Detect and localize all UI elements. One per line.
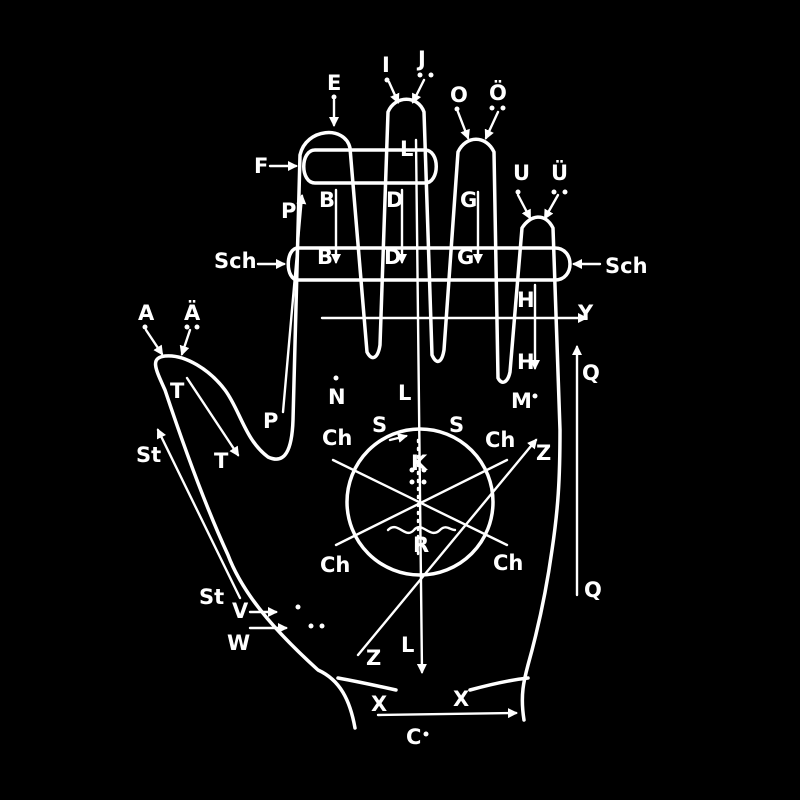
label-u-uml: Ü [551, 160, 568, 185]
label-sch-right: Sch [605, 254, 648, 278]
dot-v [295, 604, 301, 610]
dot-c [423, 731, 429, 737]
label-st-lower: St [199, 585, 224, 609]
label-z-lower: Z [366, 646, 381, 670]
label-q-lower: Q [584, 578, 602, 602]
label-l-mid: L [398, 381, 411, 405]
label-k: K [411, 451, 428, 475]
dot-j-2 [428, 72, 434, 78]
label-l-bottom: L [401, 633, 414, 657]
label-g-upper: G [460, 188, 477, 212]
arrow-o [456, 110, 470, 140]
dot-u-uml-1 [551, 189, 557, 195]
label-t-lower: T [214, 449, 229, 473]
arrow-o-uml [484, 110, 500, 140]
label-s-left: S [372, 413, 387, 437]
label-x-right: X [453, 687, 469, 711]
label-t-upper: T [170, 379, 185, 403]
arrow-a-uml [179, 328, 192, 356]
label-j: J [416, 47, 426, 71]
label-l-top: L [400, 137, 413, 161]
label-f: F [254, 154, 268, 178]
arrow-x [376, 708, 518, 719]
arrow-u [516, 193, 532, 220]
label-g-lower: G [457, 245, 474, 269]
label-b-upper: B [319, 188, 335, 212]
arrow-z [356, 438, 538, 657]
arrow-t [185, 376, 240, 457]
dot-n [333, 375, 339, 381]
arrow-st [156, 428, 242, 600]
dot-o-uml-2 [500, 105, 506, 111]
label-d-lower: D [384, 245, 401, 269]
r-wave [386, 525, 457, 535]
dot-a-uml-1 [184, 324, 190, 330]
label-p-lower: P [263, 409, 278, 433]
arrow-j [411, 78, 426, 104]
arrow-a [144, 328, 164, 356]
label-e: E [327, 71, 341, 95]
dot-o-uml-1 [489, 105, 495, 111]
label-sch-left: Sch [214, 249, 257, 273]
label-p-upper: P [281, 199, 296, 223]
dot-m [532, 393, 538, 399]
label-ch-top-left: Ch [322, 426, 352, 450]
dot-w-1 [308, 623, 314, 629]
dot-u-uml-2 [562, 189, 568, 195]
dot-k-4 [421, 479, 427, 485]
label-a: A [138, 301, 155, 325]
ch-line-2 [334, 458, 509, 547]
arrow-u-uml [543, 193, 560, 220]
arrow-p [281, 194, 307, 414]
hand-outline [153, 97, 562, 730]
label-h-lower: H [517, 350, 535, 374]
label-x-left: X [371, 692, 387, 716]
label-y: Y [577, 301, 594, 325]
arrow-l-long [414, 138, 427, 674]
label-s-right: S [449, 413, 464, 437]
dot-a [142, 324, 148, 330]
wrist-line-left [336, 676, 398, 692]
label-h-upper: H [517, 288, 535, 312]
label-a-uml: Ä [184, 300, 201, 325]
label-ch-bottom-right: Ch [493, 551, 523, 575]
dot-k-3 [409, 479, 415, 485]
label-i: I [382, 53, 390, 77]
label-u: U [513, 161, 530, 185]
label-ch-top-right: Ch [485, 428, 515, 452]
label-ch-bottom-left: Ch [320, 553, 350, 577]
label-w: W [227, 631, 250, 655]
lower-finger-band [286, 246, 572, 282]
dot-i [384, 77, 390, 83]
label-z-upper: Z [536, 441, 551, 465]
label-n: N [328, 385, 346, 409]
label-b-lower: B [317, 245, 333, 269]
dot-j-1 [417, 72, 423, 78]
label-r: R [413, 533, 429, 557]
wrist-line-right [468, 676, 530, 692]
dot-k-1 [409, 467, 415, 473]
label-q-upper: Q [582, 361, 600, 385]
dot-w-2 [319, 623, 325, 629]
label-v: V [232, 599, 249, 623]
label-d-upper: D [386, 188, 403, 212]
dot-e [331, 94, 337, 100]
label-st-upper: St [136, 443, 161, 467]
dot-o [454, 106, 460, 112]
label-o: O [450, 83, 468, 107]
label-o-uml: Ö [489, 80, 507, 105]
label-c: C [406, 725, 421, 749]
dot-k-2 [421, 467, 427, 473]
upper-finger-band [302, 148, 438, 185]
arrow-i [387, 80, 400, 104]
arrow-s-left [388, 433, 408, 443]
dot-a-uml-2 [194, 324, 200, 330]
label-m: M [511, 389, 532, 413]
dot-u [515, 189, 521, 195]
